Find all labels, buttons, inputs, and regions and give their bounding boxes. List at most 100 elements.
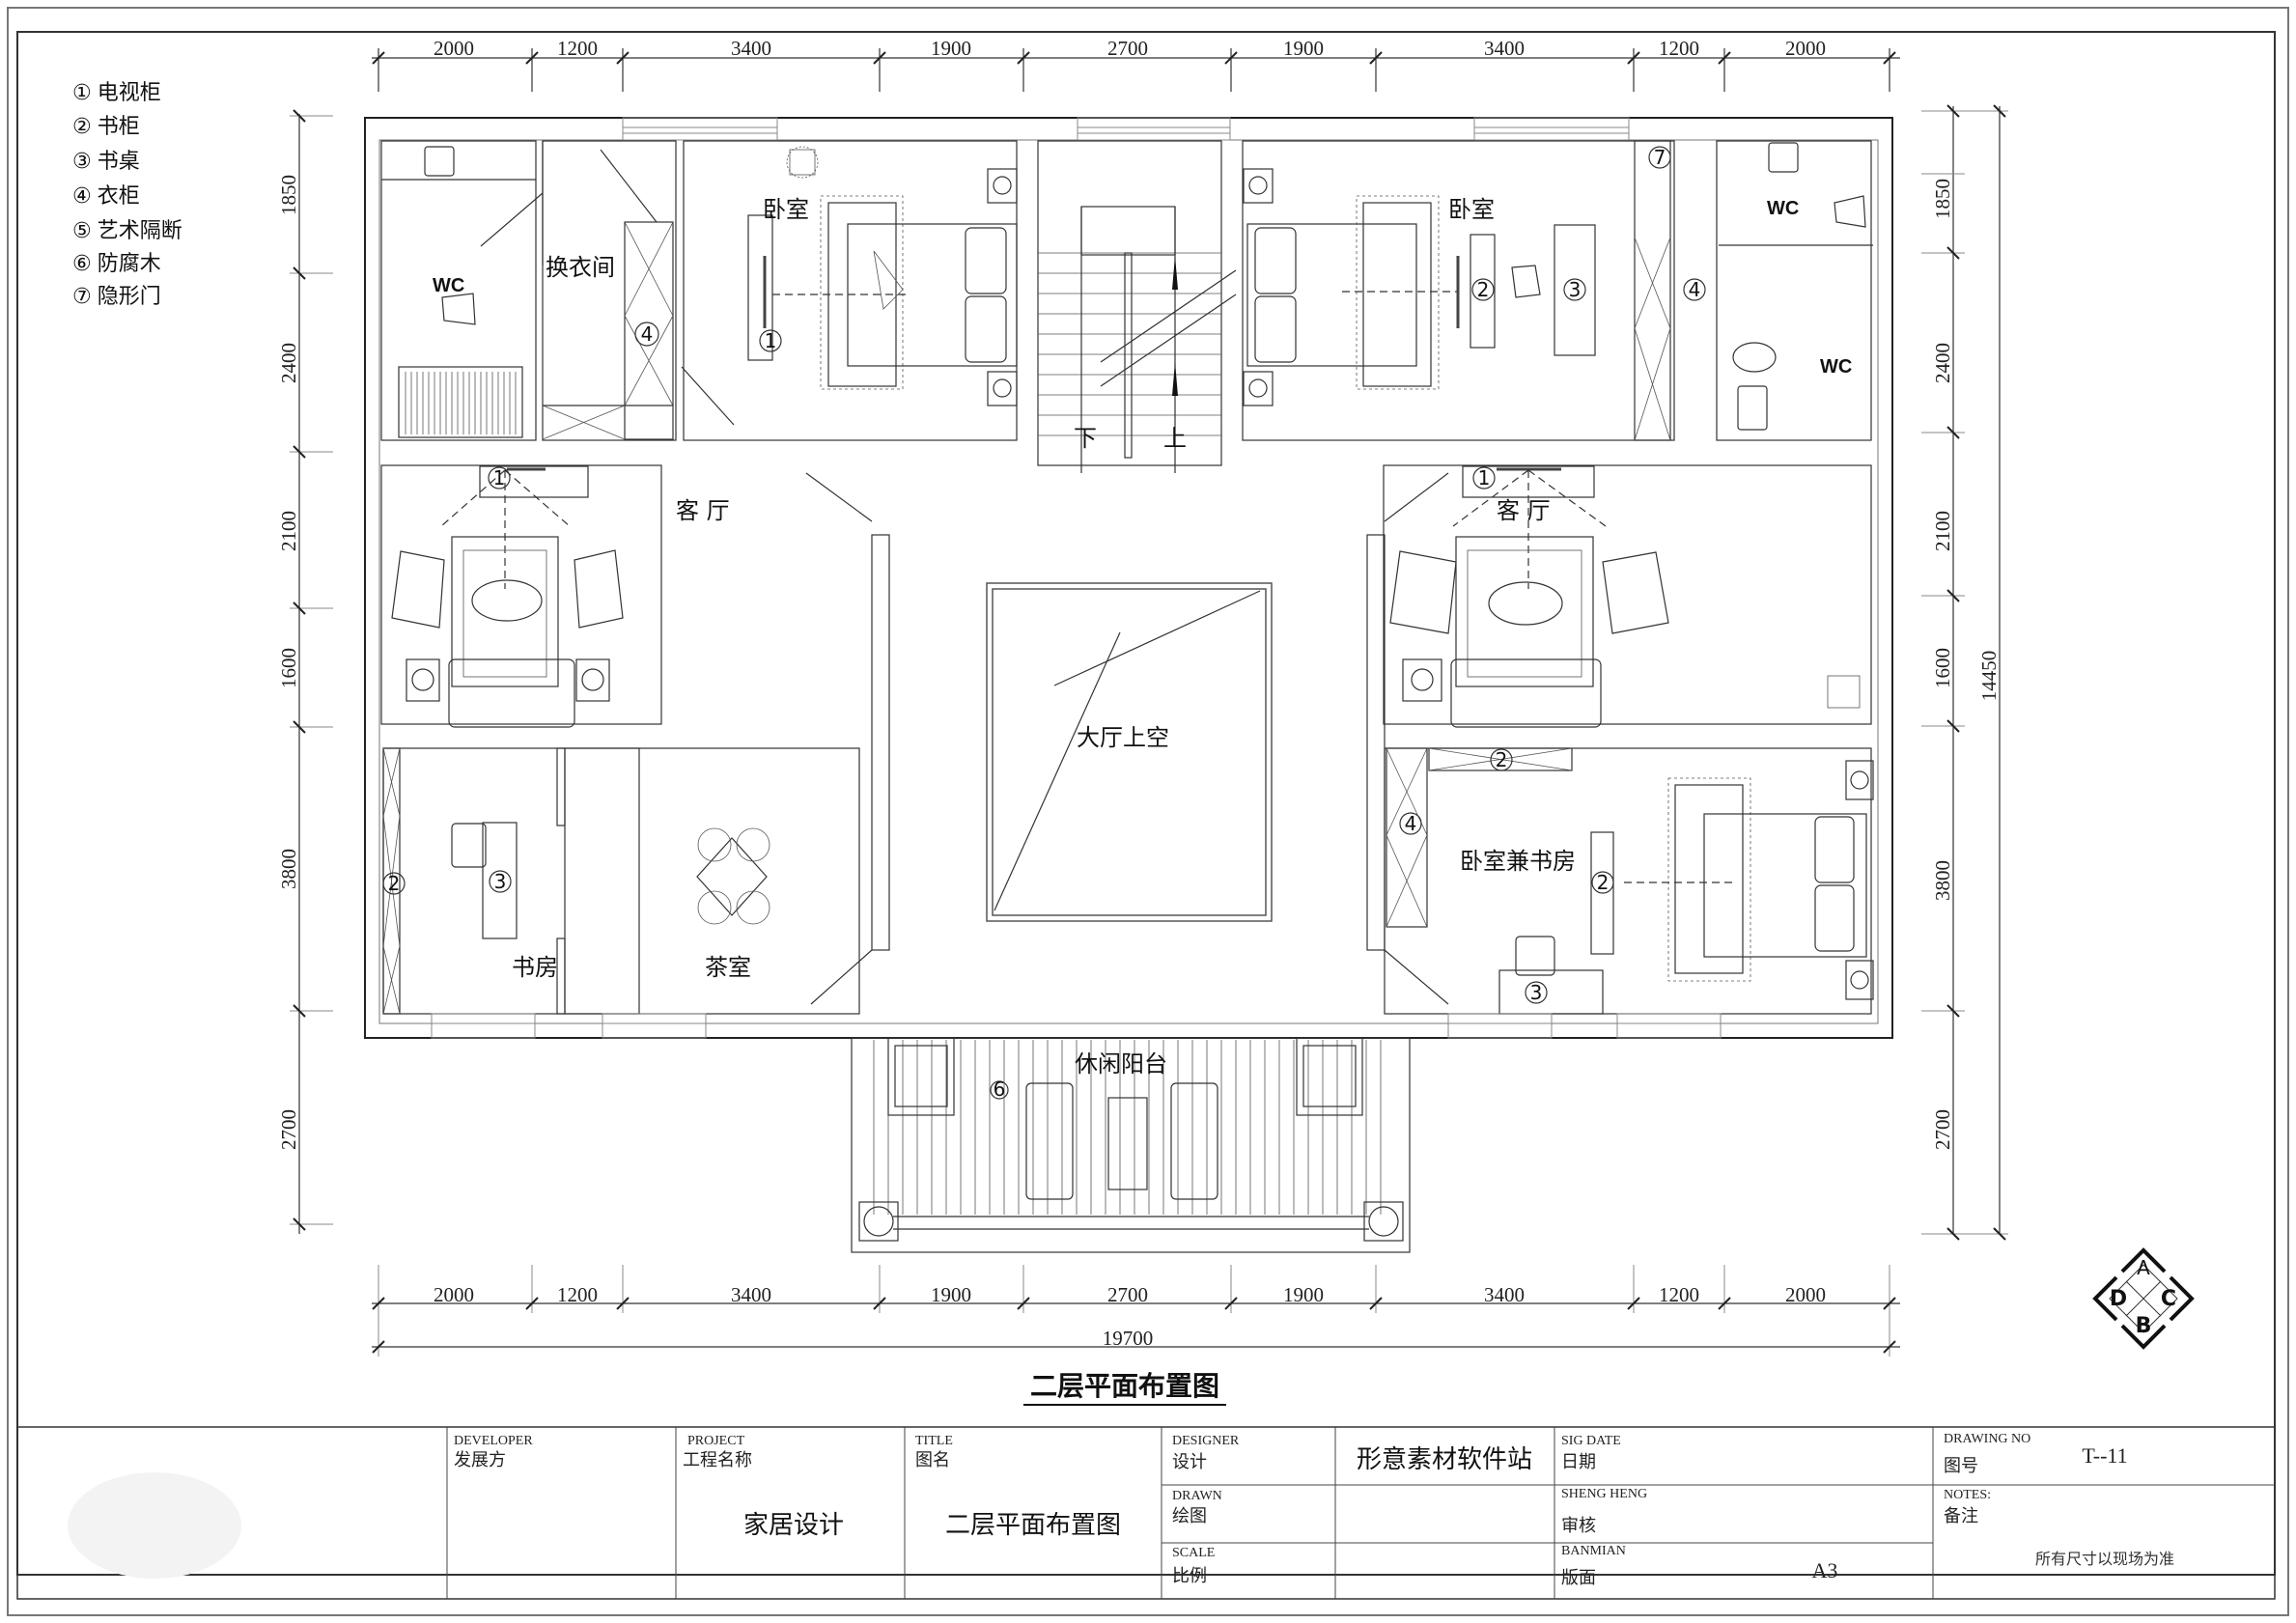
room-living-left: 1 客 厅: [380, 464, 730, 728]
tb-designer-value: 形意素材软件站: [1357, 1445, 1532, 1474]
room-label-bedroom-left: 卧室: [763, 196, 809, 223]
dim-bottom-1: 2000: [434, 1283, 474, 1306]
room-bedroom-right: 2 3 4 7 卧室: [1242, 140, 1706, 441]
dim-top-2: 1200: [557, 37, 598, 60]
drawing-title: 二层平面布置图: [1023, 1370, 1226, 1406]
marker-6-balcony: 6: [994, 1077, 1006, 1101]
building-plan: WC 4 换衣间 1: [364, 117, 1893, 1039]
marker-2-bedroom-study-top: 2: [1496, 748, 1508, 771]
tb-designer-cn: 设计: [1172, 1452, 1207, 1472]
atrium-void: 大厅上空: [986, 582, 1273, 922]
marker-3-bedroom-study: 3: [1530, 981, 1543, 1004]
tb-project-en: PROJECT: [687, 1434, 745, 1448]
stair-down-label: 下: [1074, 425, 1097, 452]
tb-title-value: 二层平面布置图: [945, 1511, 1121, 1540]
tb-project-value: 家居设计: [743, 1511, 844, 1540]
dim-top-8: 1200: [1659, 37, 1699, 60]
room-tea: 茶室: [564, 747, 860, 1015]
tb-shengheng-en: SHENG HENG: [1561, 1487, 1647, 1501]
tb-sigdate-en: SIG DATE: [1561, 1434, 1621, 1448]
room-living-right: 1 客 厅: [1383, 464, 1872, 728]
dim-left-4: 1600: [277, 648, 300, 688]
tb-sigdate-cn: 日期: [1561, 1452, 1596, 1472]
sheet-border: [7, 7, 2289, 1616]
tb-drawing-no-cn: 图号: [1944, 1456, 1978, 1476]
dim-bottom-2: 1200: [557, 1283, 598, 1306]
room-wc-left: WC: [380, 140, 537, 441]
dim-bottom-total: 19700: [1103, 1327, 1154, 1350]
compass-symbol: A B C D: [2092, 1247, 2195, 1350]
dim-right-6: 2700: [1931, 1109, 1954, 1150]
tb-scale-en: SCALE: [1172, 1546, 1215, 1560]
title-block: DEVELOPER 发展方 PROJECT 工程名称 家居设计 TITLE 图名…: [16, 1426, 2276, 1600]
dim-left-6: 2700: [277, 1109, 300, 1150]
dim-bottom-6: 1900: [1283, 1283, 1324, 1306]
marker-2-bedroom-right: 2: [1477, 278, 1490, 301]
room-wc-right: WC WC: [1716, 140, 1873, 441]
room-bedroom-left: 1 卧室: [681, 140, 1018, 441]
room-label-wc-right-top: WC: [1767, 198, 1799, 219]
dim-left-3: 2100: [277, 511, 300, 551]
tb-title-en: TITLE: [915, 1434, 953, 1448]
room-label-wc-left: WC: [433, 275, 464, 296]
marker-1-living-left: 1: [493, 466, 506, 490]
room-label-living-right: 客 厅: [1497, 497, 1551, 524]
tb-shengheng-cn: 审核: [1561, 1516, 1596, 1536]
tb-banmian-value: A3: [1812, 1558, 1838, 1582]
compass-a: A: [2137, 1256, 2150, 1279]
dim-top-6: 1900: [1283, 37, 1324, 60]
tb-drawing-no-en: DRAWING NO: [1944, 1432, 2030, 1446]
tb-banmian-cn: 版面: [1561, 1568, 1596, 1588]
tb-drawing-no-value: T--11: [2082, 1443, 2127, 1468]
staircase: 下 上: [1037, 140, 1237, 473]
room-label-balcony: 休闲阳台: [1075, 1050, 1167, 1077]
room-label-bedroom-right: 卧室: [1448, 196, 1495, 223]
dim-bottom-3: 3400: [731, 1283, 771, 1306]
dim-right-1: 1850: [1931, 179, 1954, 219]
marker-2-bedroom-study-side: 2: [1597, 871, 1610, 894]
right-dimension-line: 1850 2400 2100 1600 3800 2700 14450: [1921, 104, 2008, 1241]
marker-3-study: 3: [494, 870, 507, 893]
marker-1-living-right: 1: [1478, 466, 1491, 490]
dim-top-7: 3400: [1484, 37, 1525, 60]
marker-7-hidden-door: 7: [1654, 146, 1666, 169]
room-label-living-left: 客 厅: [676, 497, 730, 524]
left-dimension-line: 1850 2400 2100 1600 3800 2700: [277, 109, 333, 1234]
bottom-dimension-line: 2000 1200 3400 1900 2700 1900 3400 1200 …: [372, 1265, 1900, 1357]
dim-right-3: 2100: [1931, 511, 1954, 551]
dim-left-2: 2400: [277, 343, 300, 383]
dim-top-3: 3400: [731, 37, 771, 60]
dim-top-9: 2000: [1785, 37, 1826, 60]
dim-bottom-7: 3400: [1484, 1283, 1525, 1306]
dim-right-total: 14450: [1977, 651, 2001, 702]
tb-drawn-cn: 绘图: [1172, 1506, 1207, 1526]
dim-top-1: 2000: [434, 37, 474, 60]
dim-top-4: 1900: [931, 37, 971, 60]
dim-top-5: 2700: [1107, 37, 1148, 60]
marker-4-bedroom-study: 4: [1405, 812, 1417, 835]
room-label-atrium: 大厅上空: [1077, 724, 1169, 751]
tb-notes-en: NOTES:: [1944, 1488, 1991, 1502]
tb-title-cn: 图名: [915, 1450, 950, 1470]
tb-developer-en: DEVELOPER: [454, 1434, 533, 1448]
dim-right-2: 2400: [1931, 343, 1954, 383]
stair-up-label: 上: [1163, 425, 1187, 452]
marker-1-bedroom-left: 1: [765, 329, 777, 352]
balcony: 6 休闲阳台: [851, 1037, 1411, 1253]
tb-project-cn: 工程名称: [683, 1450, 752, 1470]
marker-4-bedroom-right: 4: [1689, 278, 1701, 301]
tb-scale-cn: 比例: [1172, 1566, 1207, 1586]
tb-notes-value: 所有尺寸以现场为准: [2035, 1550, 2174, 1568]
room-label-tea-room: 茶室: [705, 954, 751, 981]
room-bedroom-study: 4 2 2 3 卧室兼书房: [1384, 747, 1874, 1015]
room-label-dressing: 换衣间: [546, 254, 615, 281]
room-label-study: 书房: [512, 954, 558, 981]
